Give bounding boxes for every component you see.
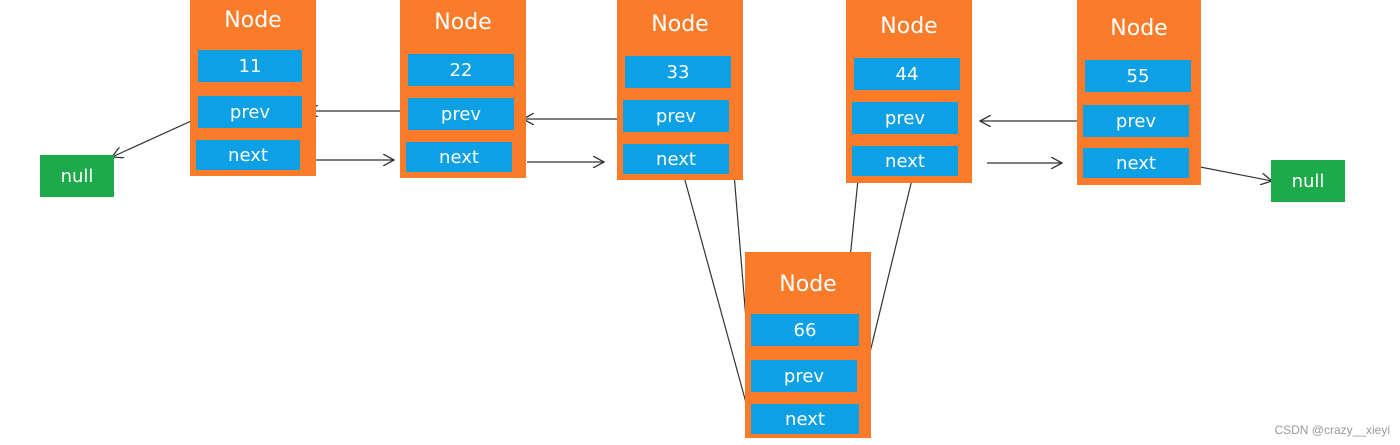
watermark: CSDN @crazy__xieyi bbox=[1274, 423, 1390, 437]
next-field: next bbox=[1083, 148, 1189, 178]
node-title: Node bbox=[779, 272, 837, 297]
node-3: Node 33 prev next bbox=[617, 0, 743, 180]
node-title: Node bbox=[1110, 16, 1168, 41]
node-title: Node bbox=[224, 8, 282, 33]
null-box-right: null bbox=[1271, 160, 1345, 202]
node-1: Node 11 prev next bbox=[190, 0, 316, 176]
node-title: Node bbox=[651, 12, 709, 37]
next-field: next bbox=[852, 146, 958, 176]
arrow-n6next-to-n3next bbox=[680, 162, 749, 411]
value-field: 11 bbox=[198, 50, 302, 82]
arrow-n5next-to-null bbox=[1189, 164, 1272, 181]
next-field: next bbox=[623, 144, 729, 174]
null-box-left: null bbox=[40, 155, 114, 197]
value-field: 66 bbox=[751, 314, 859, 346]
prev-field: prev bbox=[1083, 105, 1189, 137]
arrow-n1prev-to-null bbox=[112, 116, 201, 157]
node-title: Node bbox=[434, 10, 492, 35]
value-field: 44 bbox=[854, 58, 960, 90]
prev-field: prev bbox=[751, 360, 857, 392]
prev-field: prev bbox=[852, 102, 958, 134]
node-title: Node bbox=[880, 14, 938, 39]
node-2: Node 22 prev next bbox=[400, 0, 526, 178]
next-field: next bbox=[406, 142, 512, 172]
value-field: 22 bbox=[408, 54, 514, 86]
prev-field: prev bbox=[198, 96, 302, 128]
node-4: Node 44 prev next bbox=[846, 0, 972, 183]
next-field: next bbox=[196, 140, 300, 170]
node-6: Node 66 prev next bbox=[745, 252, 871, 438]
value-field: 33 bbox=[625, 56, 731, 88]
prev-field: prev bbox=[408, 98, 514, 130]
node-5: Node 55 prev next bbox=[1077, 0, 1201, 185]
value-field: 55 bbox=[1085, 60, 1191, 92]
next-field: next bbox=[751, 404, 859, 434]
prev-field: prev bbox=[623, 100, 729, 132]
